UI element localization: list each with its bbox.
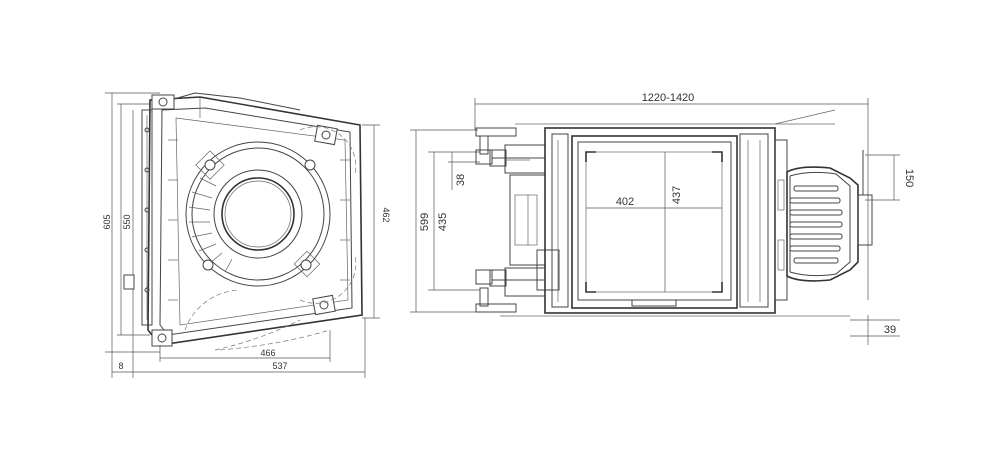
dim-537: 537 [272, 361, 287, 371]
dim-1220-1420: 1220-1420 [642, 92, 695, 104]
dim-435: 435 [437, 213, 449, 231]
dim-437: 437 [671, 186, 683, 204]
dim-599: 599 [419, 213, 431, 231]
flue-fins [789, 185, 843, 264]
fan-fins [188, 177, 233, 273]
dim-402: 402 [616, 196, 634, 208]
front-elevation-view: 1220-1420 599 435 38 [410, 92, 915, 345]
dim-550: 550 [122, 214, 132, 229]
side-elevation-view: 605 550 462 466 537 8 [102, 92, 391, 378]
dim-466: 466 [260, 348, 275, 358]
dim-462: 462 [381, 207, 391, 222]
dim-38: 38 [455, 174, 467, 186]
dim-39: 39 [884, 324, 896, 336]
dim-605: 605 [102, 214, 112, 229]
dim-8: 8 [118, 361, 123, 371]
dim-150: 150 [903, 169, 915, 187]
